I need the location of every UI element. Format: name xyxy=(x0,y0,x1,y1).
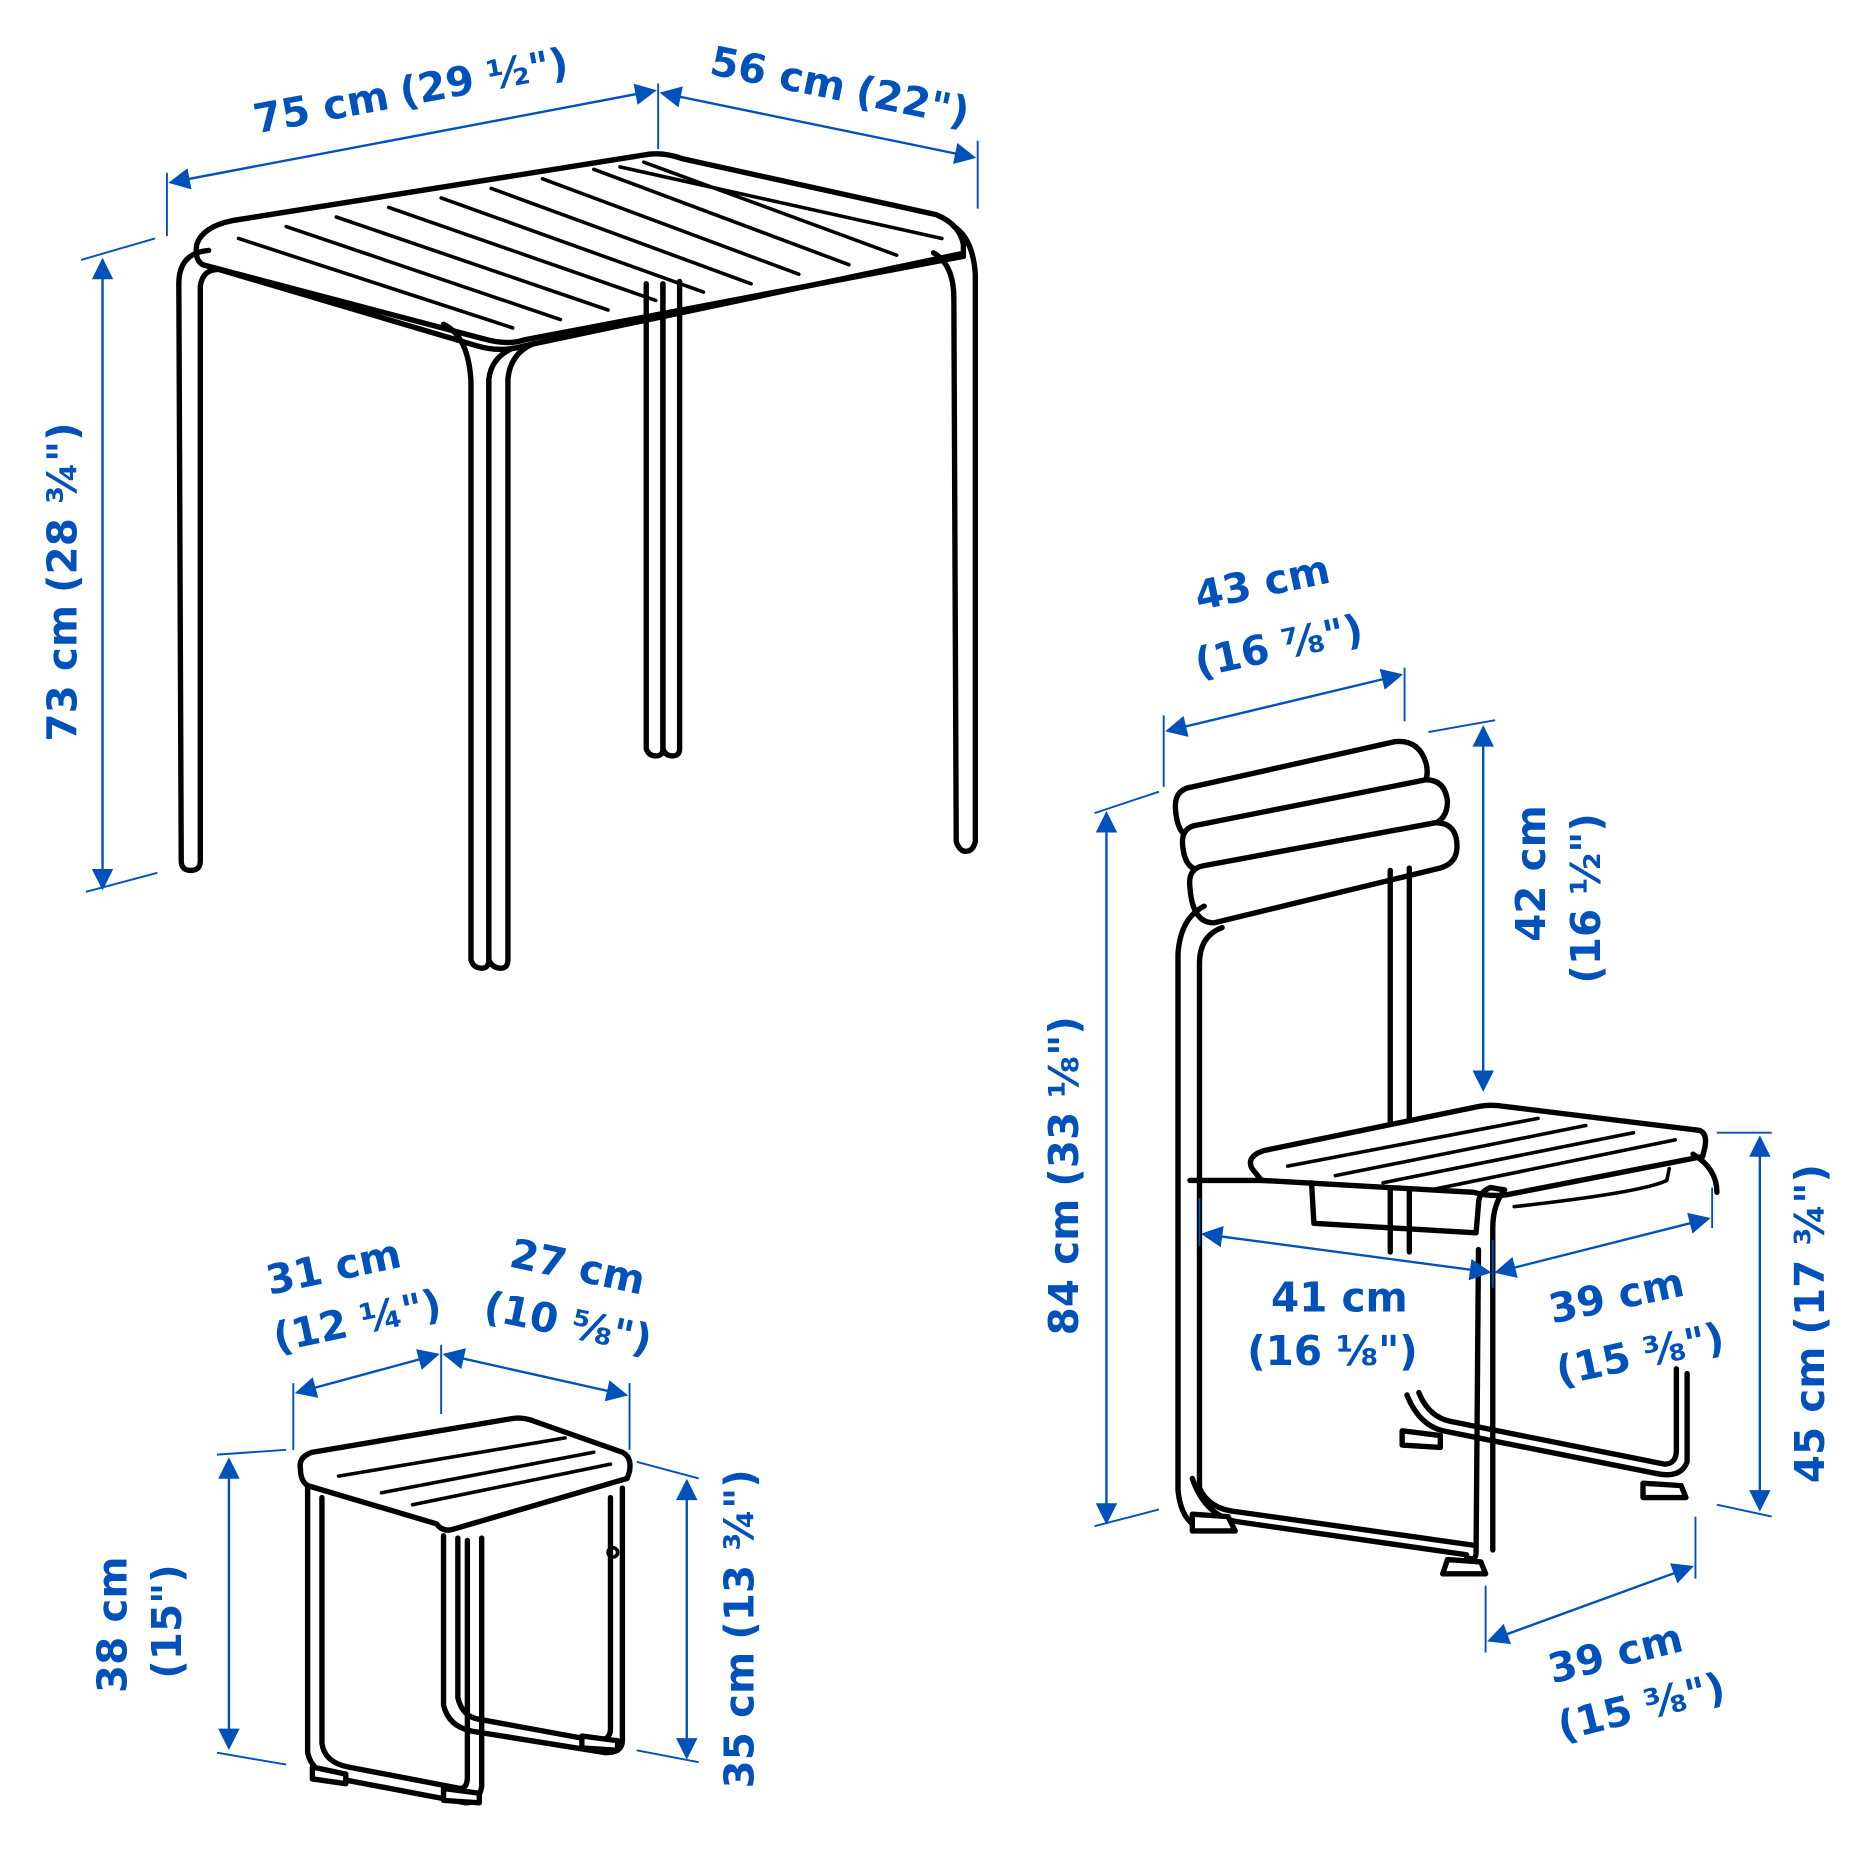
table-width-label: 75 cm(29 ½") xyxy=(249,38,572,143)
stool-width-dimension: 31 cm (12 ¼") xyxy=(262,1229,446,1450)
chair-seat-depth-dimension: 39 cm (15 ⅜") xyxy=(1494,1187,1728,1395)
chair-seat-height-label: 45 cm(17 ¾") xyxy=(1786,1164,1834,1483)
stool-seat-slats xyxy=(336,1436,613,1507)
chair-seat-width-inch: (16 ⅛") xyxy=(1247,1327,1418,1375)
table-depth-label: 56 cm(22") xyxy=(706,37,973,137)
stool-seat-height-label: 35 cm(13 ¾") xyxy=(716,1469,764,1788)
chair-base-depth-dimension: 39 cm (15 ⅜") xyxy=(1484,1516,1730,1750)
chair-backrest-height-dimension: 42 cm (16 ½") xyxy=(1428,719,1610,1092)
stool-seat-height-dimension: 35 cm(13 ¾") xyxy=(636,1460,764,1788)
chair-seat-width-dimension: 41 cm (16 ⅛") xyxy=(1198,1198,1494,1375)
stool-depth-dimension: 27 cm (10 ⅝") xyxy=(442,1229,656,1450)
chair-seat-height-dimension: 45 cm(17 ¾") xyxy=(1716,1131,1834,1518)
chair-drawing: 43 cm (16 ⅞") 42 cm (16 ½") 84 cm(33 ⅛")… xyxy=(1040,545,1834,1751)
chair-total-height-label: 84 cm(33 ⅛") xyxy=(1040,1016,1088,1335)
chair-back-frame xyxy=(1175,903,1207,1527)
chair-backrest-height-label: 42 cm xyxy=(1507,805,1555,942)
chair-backrest-height-inch: (16 ½") xyxy=(1562,813,1610,984)
table-height-label: 73 cm(28 ¾") xyxy=(38,422,86,741)
chair-total-height-dimension: 84 cm(33 ⅛") xyxy=(1040,790,1160,1528)
chair-seat-slats xyxy=(1285,1116,1677,1192)
stool-drawing: 31 cm (12 ¼") 27 cm (10 ⅝") 38 cm (15") … xyxy=(88,1229,764,1806)
stool-total-height-inch: (15") xyxy=(143,1564,191,1679)
chair-backrest xyxy=(1172,738,1460,926)
chair-seat-width-label: 41 cm xyxy=(1271,1274,1408,1322)
stool-total-height-label: 38 cm xyxy=(88,1556,136,1693)
stool-total-height-dimension: 38 cm (15") xyxy=(88,1448,287,1766)
chair-backrest-width-label: 43 cm xyxy=(1190,545,1334,620)
chair-front-leg xyxy=(1475,1184,1508,1553)
table-legs xyxy=(176,223,978,971)
chair-seat xyxy=(1247,1102,1709,1199)
chair-seat-depth-label: 39 cm xyxy=(1544,1258,1688,1333)
table-drawing: 75 cm(29 ½") 56 cm(22") 73 cm(28 ¾") xyxy=(38,37,979,971)
chair-backrest-width-inch: (16 ⅞") xyxy=(1190,605,1367,687)
table-slats xyxy=(236,160,944,330)
table-height-dimension: 73 cm(28 ¾") xyxy=(38,237,158,893)
